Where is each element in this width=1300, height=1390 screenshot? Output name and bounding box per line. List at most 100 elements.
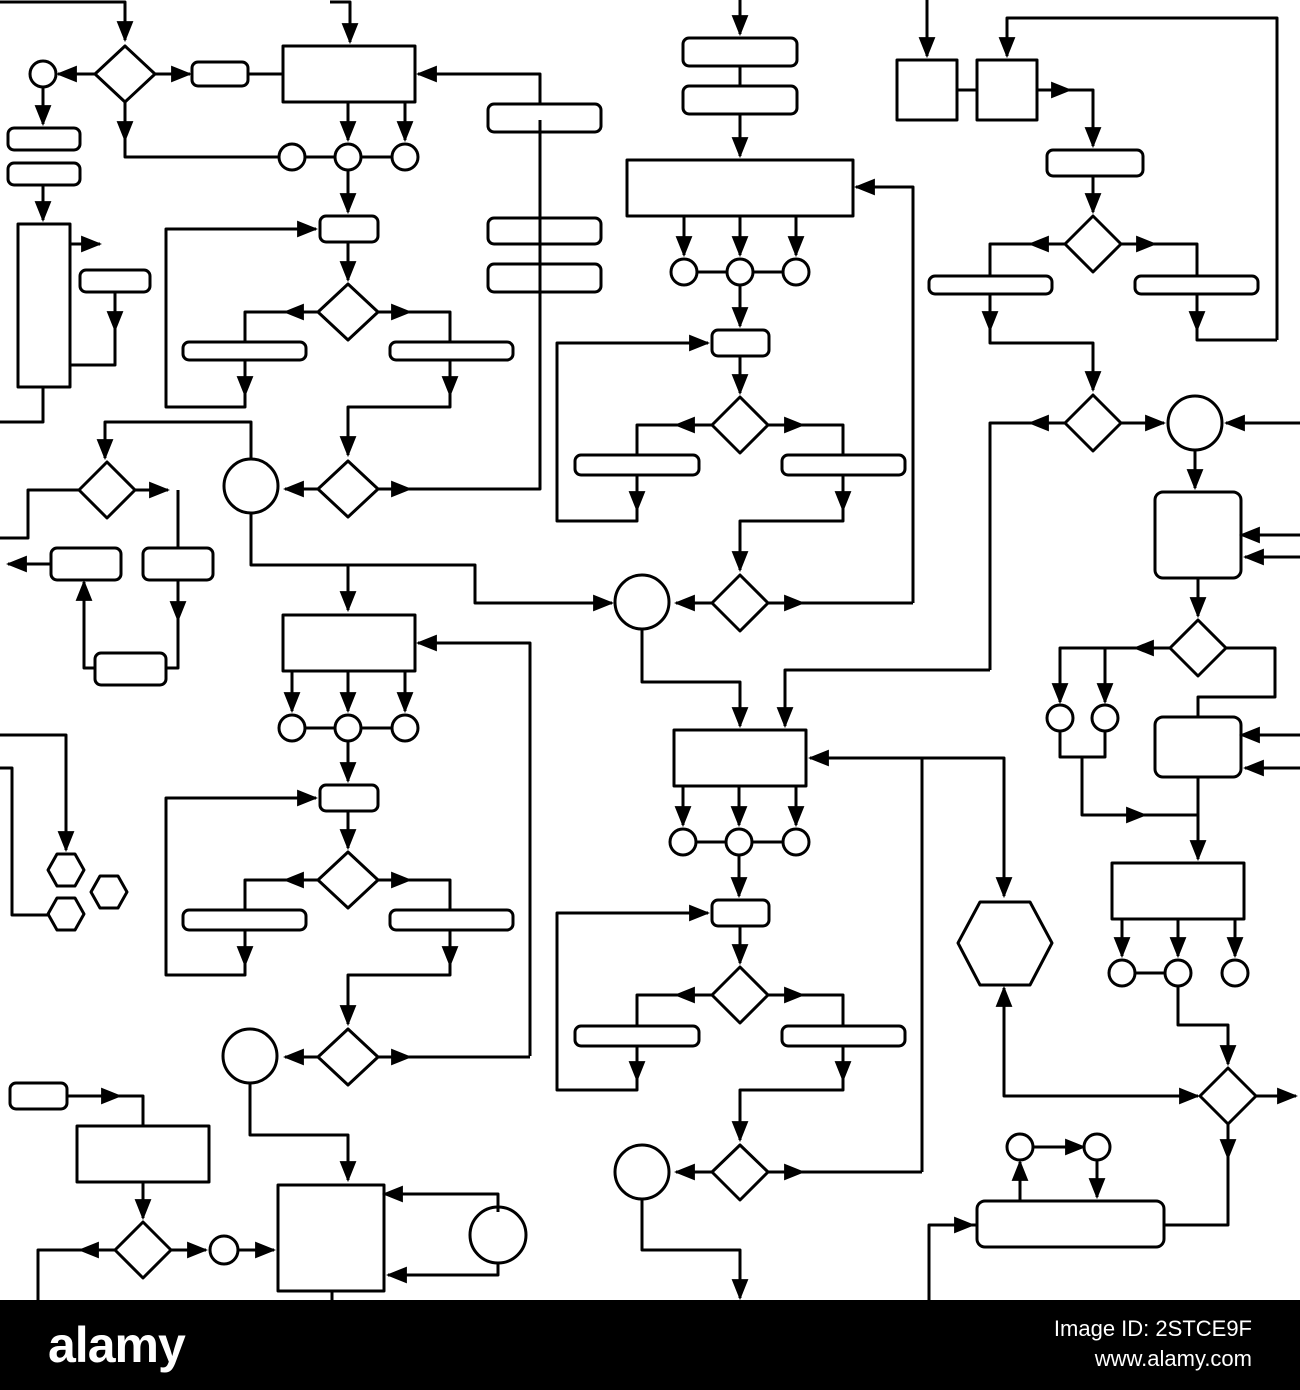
process-pill: [486, 216, 603, 246]
process-pill: [141, 546, 215, 582]
process-box: [895, 58, 959, 122]
process-pill: [780, 1024, 907, 1048]
process-pill: [49, 546, 123, 582]
connector: [330, 0, 359, 45]
process-pill: [6, 161, 82, 187]
terminal-circle: [222, 457, 280, 515]
process-pill: [573, 453, 701, 477]
junction-circle: [781, 257, 811, 287]
connector: [1121, 242, 1199, 276]
process-pill: [681, 84, 799, 116]
connector: [0, 0, 134, 43]
connector: [635, 423, 712, 455]
connector: [75, 579, 95, 670]
junction-circle: [1082, 1132, 1112, 1162]
terminal-circle: [28, 59, 58, 89]
process-box: [75, 1124, 211, 1184]
process-pill: [573, 1024, 701, 1048]
connector: [768, 423, 845, 455]
junction-circle: [669, 257, 699, 287]
junction-circle: [390, 142, 420, 172]
decision-diamond: [316, 459, 380, 519]
junction-circle: [390, 713, 420, 743]
process-box: [672, 728, 808, 788]
connector: [635, 993, 712, 1026]
process-pill: [181, 908, 308, 932]
junction-circle: [1090, 703, 1120, 733]
junction-circle: [277, 142, 307, 172]
connector: [0, 733, 75, 853]
process-pill: [78, 268, 152, 294]
process-pill: [6, 126, 82, 152]
connector: [1080, 757, 1198, 817]
connector: [998, 16, 1279, 340]
junction-circle: [724, 827, 754, 857]
connector: [164, 220, 319, 409]
brand-logo: alamy: [48, 1317, 186, 1373]
process-pill: [318, 214, 380, 244]
stock-footer-bar: alamy Image ID: 2STCE9F www.alamy.com: [0, 1300, 1300, 1390]
connector: [339, 395, 452, 458]
connector: [378, 310, 452, 342]
process-pill: [388, 908, 515, 932]
connector: [123, 140, 278, 159]
connector: [339, 965, 452, 1027]
process-pill: [190, 60, 250, 88]
process-box: [276, 1183, 386, 1293]
process-box: [1153, 490, 1243, 580]
footer-info: Image ID: 2STCE9F www.alamy.com: [1054, 1314, 1252, 1374]
decision-diamond: [316, 1027, 380, 1087]
decision-diamond: [316, 282, 380, 342]
hexagon: [46, 896, 86, 932]
decision-diamond: [1063, 393, 1123, 453]
process-box: [16, 222, 72, 389]
connector: [385, 1263, 500, 1284]
connector: [36, 1248, 115, 1300]
process-box: [625, 158, 855, 218]
connector: [988, 330, 1102, 393]
junction-circle: [668, 827, 698, 857]
connector: [248, 1083, 357, 1183]
decision-diamond: [710, 1143, 770, 1202]
process-pill: [8, 1081, 69, 1111]
connector: [1165, 1124, 1230, 1227]
connector: [922, 756, 1013, 899]
connector: [1195, 330, 1277, 342]
connector: [731, 510, 845, 573]
decision-diamond: [710, 395, 770, 455]
connector: [249, 513, 615, 612]
connector: [415, 65, 542, 105]
connector: [555, 904, 711, 1092]
connector: [1051, 646, 1170, 705]
process-pill: [181, 340, 308, 362]
connector: [995, 985, 1198, 1098]
connector: [166, 620, 180, 670]
decision-diamond: [1198, 1066, 1258, 1126]
connector: [807, 749, 924, 1172]
connector: [1176, 986, 1237, 1067]
connector: [988, 242, 1065, 276]
decision-diamond: [113, 1220, 173, 1280]
process-pill: [710, 898, 771, 928]
connector: [378, 878, 452, 910]
junction-circle: [1220, 958, 1250, 988]
decision-diamond: [316, 850, 380, 910]
terminal-circle: [468, 1205, 528, 1265]
flowchart-pattern: [0, 0, 1300, 1300]
process-pill: [710, 328, 771, 358]
process-box: [975, 58, 1039, 122]
connector: [1058, 731, 1107, 759]
connector: [70, 330, 117, 367]
hexagon: [89, 874, 129, 910]
decision-diamond: [77, 460, 137, 520]
junction-circle: [725, 257, 755, 287]
connector: [164, 789, 319, 977]
terminal-circle: [1166, 394, 1224, 452]
connector: [0, 766, 50, 917]
process-pill: [486, 102, 603, 134]
connector: [776, 668, 990, 729]
hexagon: [956, 900, 1054, 987]
decision-diamond: [710, 573, 770, 633]
connector: [384, 1192, 500, 1212]
process-box: [1110, 861, 1246, 921]
